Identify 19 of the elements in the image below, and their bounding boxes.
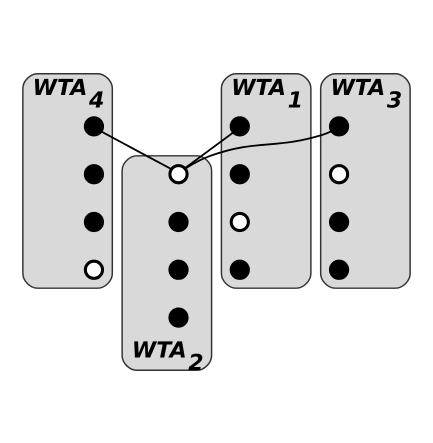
node-circle	[328, 259, 350, 280]
node-circle	[84, 259, 104, 280]
node-circle	[230, 116, 250, 136]
node-circle	[168, 259, 189, 280]
node-circle	[84, 164, 104, 184]
connector	[184, 131, 234, 169]
node-circle	[230, 211, 250, 232]
node-circle	[328, 164, 350, 184]
node-circle	[230, 259, 250, 280]
node-circle	[168, 211, 189, 232]
node-circle	[168, 164, 189, 184]
node-circle	[168, 306, 189, 328]
connector	[184, 130, 332, 169]
node-circle	[84, 116, 104, 136]
node-circle	[328, 116, 350, 136]
connector	[100, 130, 172, 170]
node-circle	[84, 211, 104, 232]
node-circle	[230, 164, 250, 184]
node-circle	[328, 211, 350, 232]
